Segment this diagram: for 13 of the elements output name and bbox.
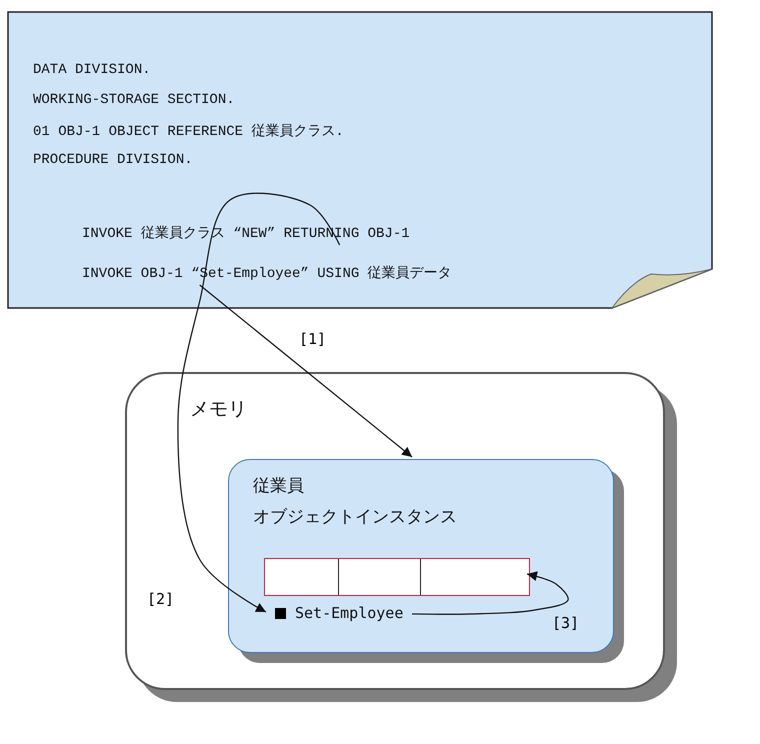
method-name: Set-Employee	[295, 604, 404, 622]
arrow	[199, 284, 412, 458]
arrow	[412, 571, 569, 615]
instance-title: オブジェクトインスタンス	[253, 506, 457, 528]
instance-title: 従業員	[253, 475, 304, 497]
code-text: WORKING-STORAGE SECTION.	[33, 92, 235, 108]
code-text: PROCEDURE DIVISION.	[33, 152, 193, 168]
source-code-note	[8, 12, 712, 308]
area-label: メモリ	[190, 397, 247, 422]
code-text: 01 OBJ-1 OBJECT REFERENCE 従業員クラス.	[33, 122, 344, 140]
arrow	[177, 192, 340, 613]
data-field-bar	[264, 558, 530, 596]
code-text: DATA DIVISION.	[33, 62, 151, 78]
